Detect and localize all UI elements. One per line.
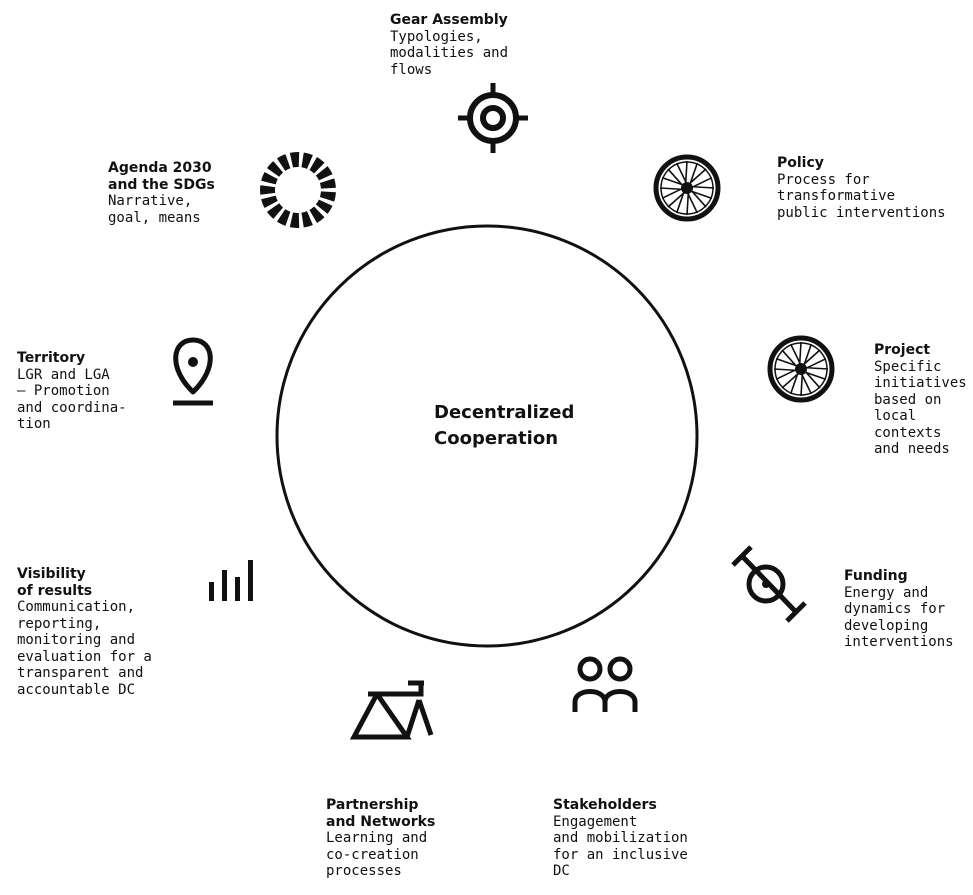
node-funding: Funding Energy and dynamics for developi…: [844, 568, 954, 651]
node-title: Gear Assembly: [390, 12, 508, 28]
node-title: Policy: [777, 155, 824, 171]
center-circle: [275, 224, 699, 648]
node-description: Narrative, goal, means: [108, 193, 201, 226]
node-description: Process for transformative public interv…: [777, 171, 946, 221]
wheel-icon: [653, 154, 721, 222]
node-title: Project: [874, 342, 931, 358]
node-title: Agenda 2030 and the SDGs: [108, 160, 215, 193]
node-policy: Policy Process for transformative public…: [777, 155, 946, 221]
node-title: Visibility of results: [17, 566, 93, 599]
location-pin-icon: [173, 337, 213, 406]
node-stakeholders: Stakeholders Engagement and mobilization…: [553, 797, 688, 880]
node-project: Project Specific initiatives based on lo…: [874, 342, 967, 458]
gear-icon: [458, 83, 528, 153]
node-description: Typologies, modalities and flows: [390, 28, 509, 78]
wheel-icon: [767, 335, 835, 403]
node-title: Funding: [844, 568, 908, 584]
sdg-wheel-icon: [260, 151, 336, 229]
node-description: Engagement and mobilization for an inclu…: [553, 813, 688, 880]
node-description: Learning and co-creation processes: [326, 830, 428, 879]
pedal-icon: [731, 545, 807, 623]
node-description: Energy and dynamics for developing inter…: [844, 584, 954, 651]
node-description: Specific initiatives based on local cont…: [874, 358, 967, 458]
node-title: Partnership and Networks: [326, 797, 436, 830]
node-gear-assembly: Gear Assembly Typologies, modalities and…: [390, 12, 508, 78]
node-agenda-2030: Agenda 2030 and the SDGs Narrative, goal…: [108, 160, 215, 226]
node-territory: Territory LGR and LGA – Promotion and co…: [17, 350, 127, 433]
center-label: Decentralized Cooperation: [434, 402, 575, 449]
node-title: Stakeholders: [553, 797, 657, 813]
node-description: LGR and LGA – Promotion and coordina- ti…: [17, 366, 127, 433]
node-description: Communication, reporting, monitoring and…: [17, 599, 152, 698]
node-title: Territory: [17, 350, 86, 366]
bar-chart-icon: [209, 560, 253, 601]
node-partnership: Partnership and Networks Learning and co…: [326, 797, 435, 880]
people-icon: [572, 656, 638, 712]
bicycle-frame-icon: [349, 680, 434, 740]
node-visibility: Visibility of results Communication, rep…: [17, 566, 152, 698]
